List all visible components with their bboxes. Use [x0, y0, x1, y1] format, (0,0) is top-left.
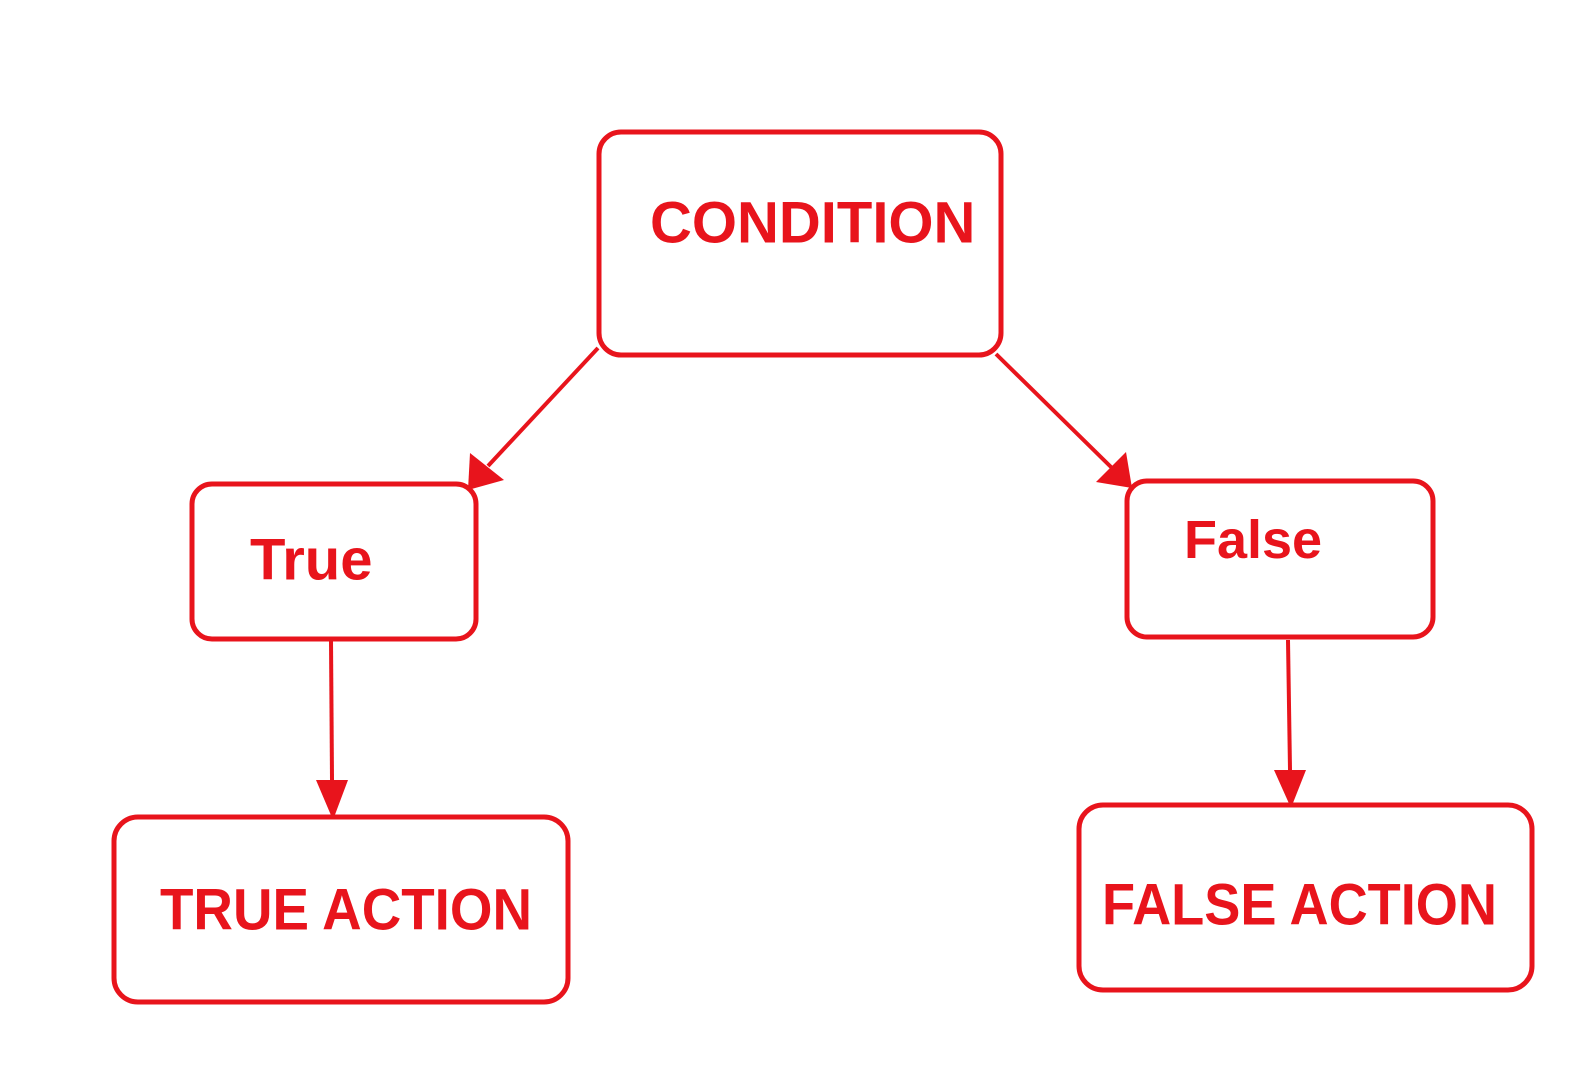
edge-condition-to-false: [994, 352, 1132, 488]
arrowhead-icon: [316, 780, 348, 820]
false-action-box: [1076, 802, 1535, 993]
edge-false-to-false-action: [1274, 639, 1306, 808]
true-action-box: [111, 814, 571, 1005]
edge-line: [329, 639, 334, 781]
node-true: True: [189, 481, 479, 642]
arrowhead-icon: [1274, 770, 1306, 808]
edges: [316, 346, 1306, 820]
condition-label: CONDITION: [650, 191, 975, 256]
node-false-action: FALSE ACTION: [1076, 802, 1535, 993]
false-box: [1124, 478, 1436, 640]
node-false: False: [1124, 478, 1436, 640]
node-true-action: TRUE ACTION: [111, 814, 571, 1005]
edge-line: [486, 346, 600, 468]
true-label: True: [250, 528, 373, 593]
node-condition: CONDITION: [596, 129, 1004, 358]
edge-true-to-true-action: [316, 639, 348, 820]
edge-line: [1286, 639, 1292, 771]
false-label: False: [1184, 510, 1322, 570]
edge-condition-to-true: [468, 346, 600, 490]
true-action-label: TRUE ACTION: [160, 878, 532, 943]
arrowhead-icon: [468, 453, 504, 490]
condition-box: [596, 129, 1004, 358]
edge-line: [994, 352, 1114, 470]
arrowhead-icon: [1096, 452, 1132, 488]
false-action-label: FALSE ACTION: [1102, 873, 1497, 938]
true-box: [189, 481, 479, 642]
